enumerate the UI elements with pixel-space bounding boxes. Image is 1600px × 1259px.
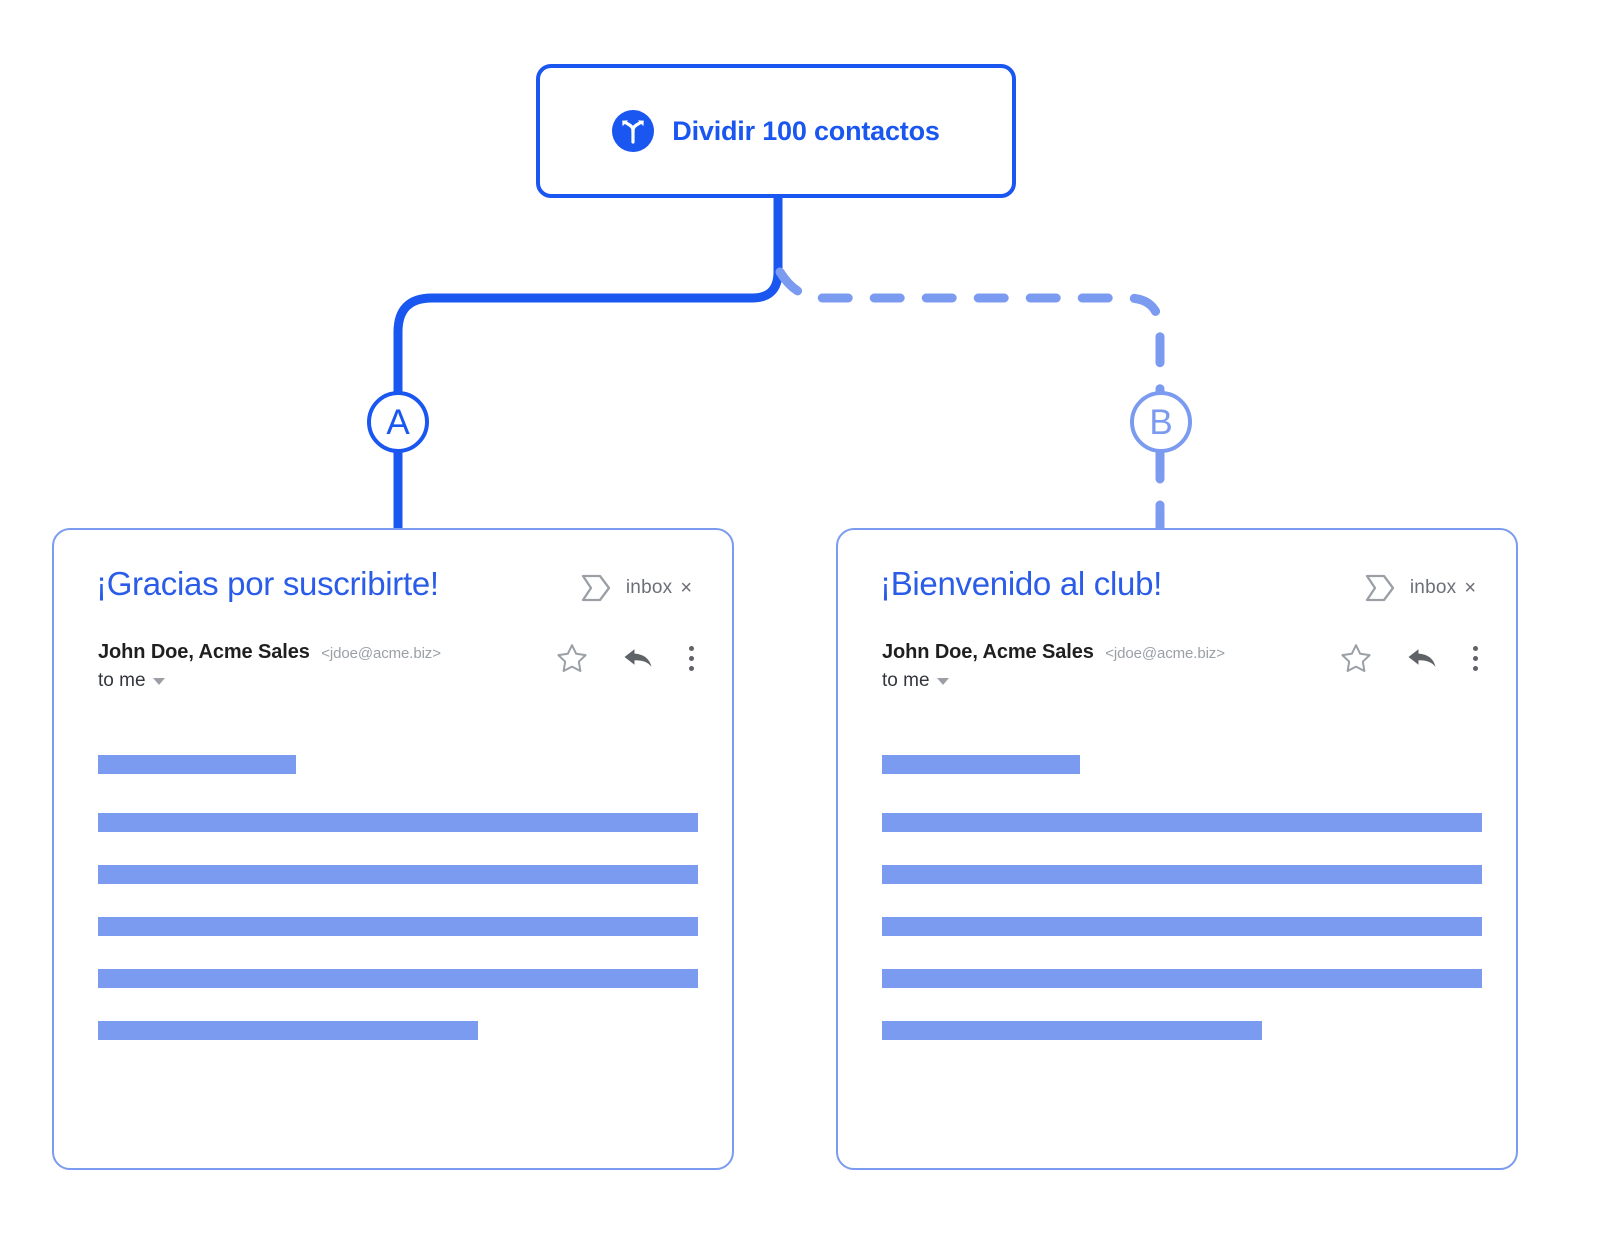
- email-card-b[interactable]: ¡Bienvenido al club! inbox × John Doe, A…: [836, 528, 1518, 1170]
- skeleton-line: [98, 754, 296, 774]
- split-branch-icon: [612, 110, 655, 152]
- email-sender-name-a: John Doe, Acme Sales: [98, 641, 310, 664]
- branch-badge-a[interactable]: A: [367, 391, 429, 453]
- branch-badge-a-label: A: [386, 402, 410, 442]
- more-vertical-icon[interactable]: [1472, 645, 1478, 671]
- email-recipient-label-b: to me: [882, 670, 930, 692]
- star-icon[interactable]: [556, 642, 588, 674]
- email-subject-a: ¡Gracias por suscribirte!: [96, 565, 439, 602]
- split-node[interactable]: Dividir 100 contactos: [536, 64, 1016, 198]
- email-actions-b: [1340, 638, 1478, 674]
- star-icon[interactable]: [1340, 642, 1372, 674]
- more-vertical-icon[interactable]: [688, 645, 694, 671]
- email-label-text-a: inbox: [625, 577, 673, 598]
- email-label-close-a[interactable]: ×: [680, 576, 692, 599]
- email-header-b: ¡Bienvenido al club! inbox ×: [838, 530, 1516, 602]
- email-body-b: [838, 695, 1516, 1040]
- reply-icon[interactable]: [1406, 644, 1438, 672]
- chevron-down-icon: [152, 677, 165, 685]
- split-node-label: Dividir 100 contactos: [672, 115, 940, 146]
- email-sender-name-b: John Doe, Acme Sales: [882, 641, 1094, 664]
- email-sender-row-b: John Doe, Acme Sales <jdoe@acme.biz> to …: [838, 602, 1516, 695]
- skeleton-line: [882, 1020, 1262, 1040]
- email-subject-b: ¡Bienvenido al club!: [880, 565, 1163, 602]
- connector-branch-a: [393, 193, 783, 396]
- email-label-group-a[interactable]: inbox ×: [580, 566, 692, 602]
- skeleton-line: [882, 754, 1080, 774]
- branch-badge-b[interactable]: B: [1130, 391, 1192, 453]
- email-sender-address-a: <jdoe@acme.biz>: [321, 645, 441, 663]
- skeleton-line: [98, 1020, 478, 1040]
- skeleton-line: [882, 812, 1482, 832]
- email-label-text-b: inbox: [1409, 577, 1457, 598]
- skeleton-line: [98, 864, 698, 884]
- connector-branch-b: [775, 267, 1165, 396]
- tag-icon: [581, 574, 611, 602]
- tag-icon: [1365, 574, 1395, 602]
- email-label-close-b[interactable]: ×: [1464, 576, 1476, 599]
- skeleton-line: [98, 968, 698, 988]
- email-sender-block-a: John Doe, Acme Sales <jdoe@acme.biz> to …: [98, 638, 441, 695]
- branch-badge-b-label: B: [1149, 402, 1173, 442]
- chevron-down-icon: [936, 677, 949, 685]
- email-label-group-b[interactable]: inbox ×: [1364, 566, 1476, 602]
- email-sender-block-b: John Doe, Acme Sales <jdoe@acme.biz> to …: [882, 638, 1225, 695]
- email-recipient-label-a: to me: [98, 670, 146, 692]
- skeleton-line: [98, 812, 698, 832]
- email-actions-a: [556, 638, 694, 674]
- email-body-a: [54, 695, 732, 1040]
- email-card-a[interactable]: ¡Gracias por suscribirte! inbox × John D…: [52, 528, 734, 1170]
- reply-icon[interactable]: [622, 644, 654, 672]
- email-sender-address-b: <jdoe@acme.biz>: [1105, 645, 1225, 663]
- email-recipient-a[interactable]: to me: [98, 667, 165, 695]
- email-sender-row-a: John Doe, Acme Sales <jdoe@acme.biz> to …: [54, 602, 732, 695]
- skeleton-line: [882, 916, 1482, 936]
- skeleton-line: [98, 916, 698, 936]
- skeleton-line: [882, 968, 1482, 988]
- email-recipient-b[interactable]: to me: [882, 667, 949, 695]
- email-header-a: ¡Gracias por suscribirte! inbox ×: [54, 530, 732, 602]
- skeleton-line: [882, 864, 1482, 884]
